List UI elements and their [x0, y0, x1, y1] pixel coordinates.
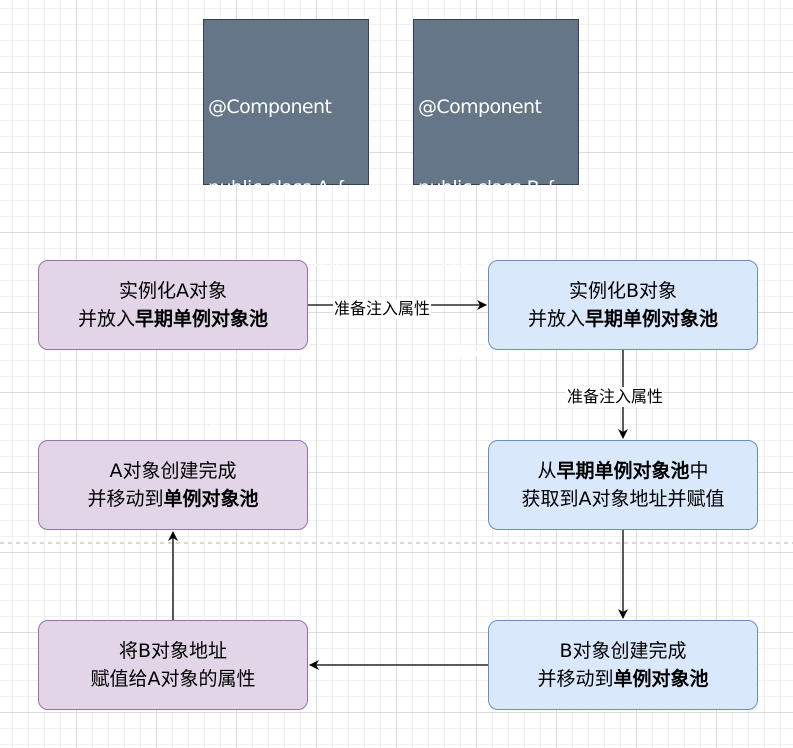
node-text: 将B对象地址	[118, 640, 228, 662]
code-line: public class B {	[418, 177, 557, 199]
code-line: }	[418, 420, 430, 442]
class-b-code-block: @Component public class B { @Autowired p…	[413, 19, 579, 442]
node-text-suffix: 中	[689, 460, 709, 482]
node-b-done: B对象创建完成 并移动到单例对象池	[488, 620, 758, 710]
node-text-bold: 单例对象池	[613, 668, 709, 690]
node-text: 实例化A对象	[119, 280, 227, 302]
class-a-code-block: @Component public class A { @Autowired p…	[203, 19, 369, 442]
node-text-bold: 早期单例对象池	[556, 460, 690, 482]
node-text: 并移动到单例对象池	[87, 485, 258, 513]
node-text: 实例化B对象	[568, 280, 678, 302]
node-text: A对象创建完成	[109, 460, 237, 482]
code-line: }	[208, 420, 220, 442]
node-text-prefix: 从	[537, 460, 557, 482]
node-text-prefix: 并放入	[527, 308, 585, 330]
node-assign-b-to-a: 将B对象地址 赋值给A对象的属性	[38, 620, 308, 710]
node-text-bold: 早期单例对象池	[585, 308, 719, 330]
node-text: B对象创建完成	[559, 640, 687, 662]
code-line: @Component	[208, 96, 332, 118]
node-text-prefix: 并放入	[77, 308, 135, 330]
code-line: @Component	[418, 96, 542, 118]
node-text: 获取到A对象地址并赋值	[521, 488, 725, 510]
edge-label-prepare-inject-1: 准备注入属性	[333, 299, 432, 319]
node-text: 并移动到单例对象池	[537, 665, 708, 693]
node-text: 并放入早期单例对象池	[528, 305, 718, 333]
code-line: public class A {	[208, 177, 347, 199]
node-text: 赋值给A对象的属性	[90, 668, 256, 690]
node-a-done: A对象创建完成 并移动到单例对象池	[38, 440, 308, 530]
node-text: 并放入早期单例对象池	[78, 305, 268, 333]
node-text: 从早期单例对象池中	[537, 457, 708, 485]
node-fetch-a-from-early-pool: 从早期单例对象池中 获取到A对象地址并赋值	[488, 440, 758, 530]
edge-label-prepare-inject-2: 准备注入属性	[566, 387, 665, 407]
node-instantiate-a: 实例化A对象 并放入早期单例对象池	[38, 260, 308, 350]
node-instantiate-b: 实例化B对象 并放入早期单例对象池	[488, 260, 758, 350]
node-text-prefix: 并移动到	[537, 668, 614, 690]
node-text-bold: 早期单例对象池	[135, 308, 269, 330]
node-text-prefix: 并移动到	[87, 488, 164, 510]
node-text-bold: 单例对象池	[163, 488, 259, 510]
